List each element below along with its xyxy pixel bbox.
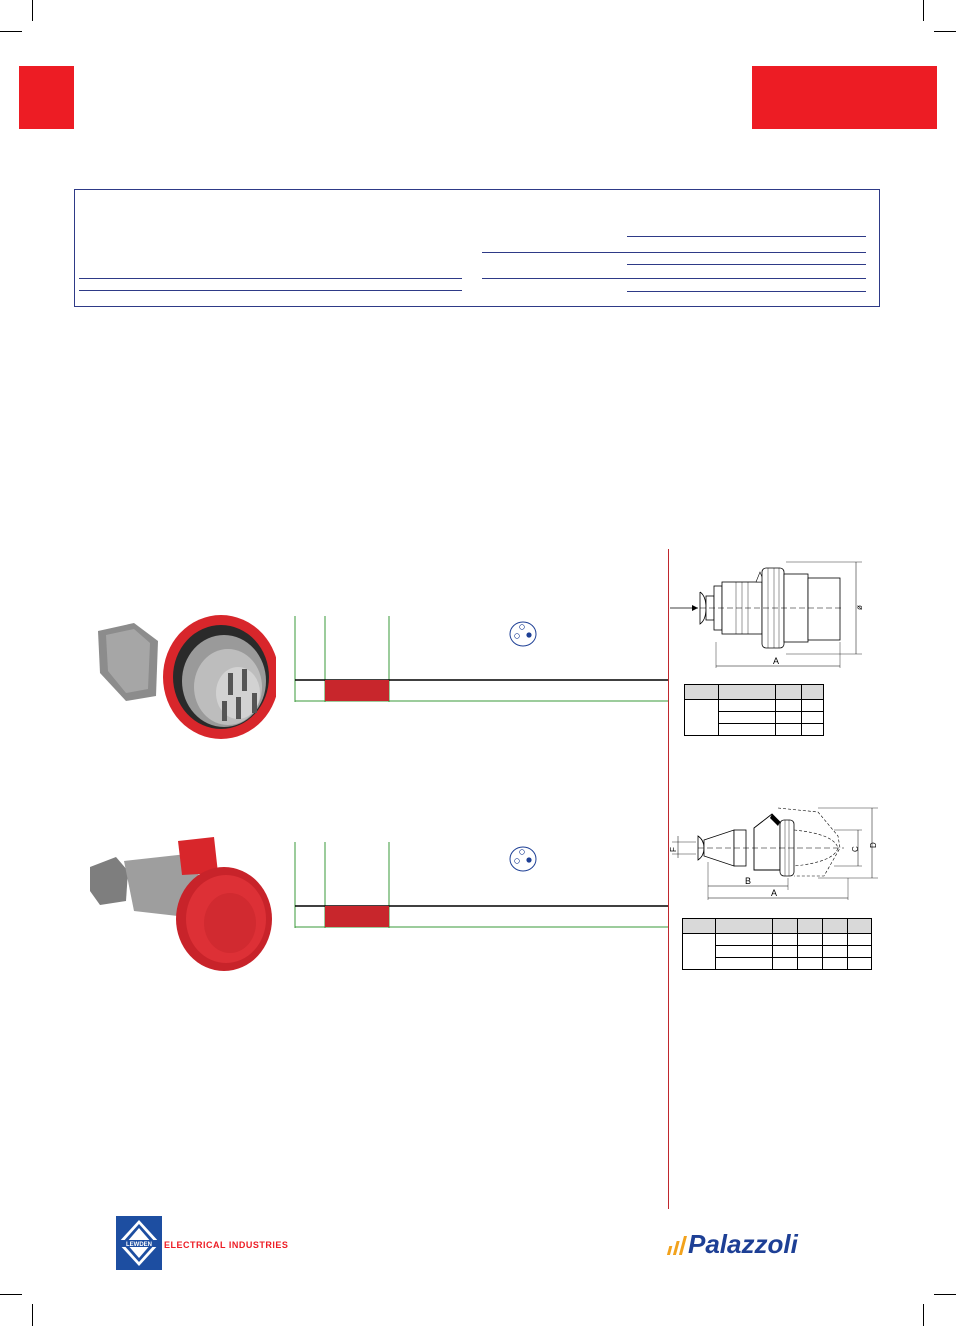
header-tab-left [19,66,74,129]
lewden-logo[interactable]: LEWDEN [116,1216,162,1270]
lewden-mark: LEWDEN [126,1242,152,1248]
dimension-label-f: F [669,847,678,852]
crop-mark [0,1294,22,1295]
header-tab-right [752,66,937,129]
connector-code-table [294,842,668,928]
socket-face-3pin-icon [509,621,537,647]
crop-mark [923,1304,924,1326]
spec-rule [627,291,866,292]
spec-rule [627,252,866,253]
dimension-label-b: B [745,876,751,886]
dimension-label-a: A [773,656,779,666]
spec-rule [627,264,866,265]
connector-dimension-diagram: F D C B A [669,807,878,900]
crop-mark [32,0,33,21]
palazzoli-logo[interactable]: Palazzoli [688,1229,798,1259]
dimension-label-d: D [869,842,878,848]
dimension-label-c: C [851,846,860,852]
connector-dimension-table [682,918,872,970]
connector-photo [86,831,278,979]
socket-face-3pin-icon [509,846,537,872]
crop-mark [923,0,924,21]
spec-rule [482,278,627,279]
plug-code-table [294,616,668,702]
plug-dimension-diagram: A ø [670,561,864,668]
crop-mark [934,31,956,32]
plug-photo [86,601,276,751]
palazzoli-bars-icon [666,1236,687,1255]
spec-rule [627,278,866,279]
dimension-label-a: A [771,888,777,898]
lewden-text: ELECTRICAL INDUSTRIES [164,1240,289,1250]
crop-mark [934,1294,956,1295]
column-divider [668,549,669,1209]
dimension-label-diameter: ø [855,605,864,610]
spec-rule [482,252,627,253]
plug-dimension-table [684,684,824,736]
spec-box [74,189,880,307]
spec-rule [79,290,462,291]
spec-rule [79,278,462,279]
spec-rule [627,236,866,237]
crop-mark [0,31,22,32]
crop-mark [32,1304,33,1326]
